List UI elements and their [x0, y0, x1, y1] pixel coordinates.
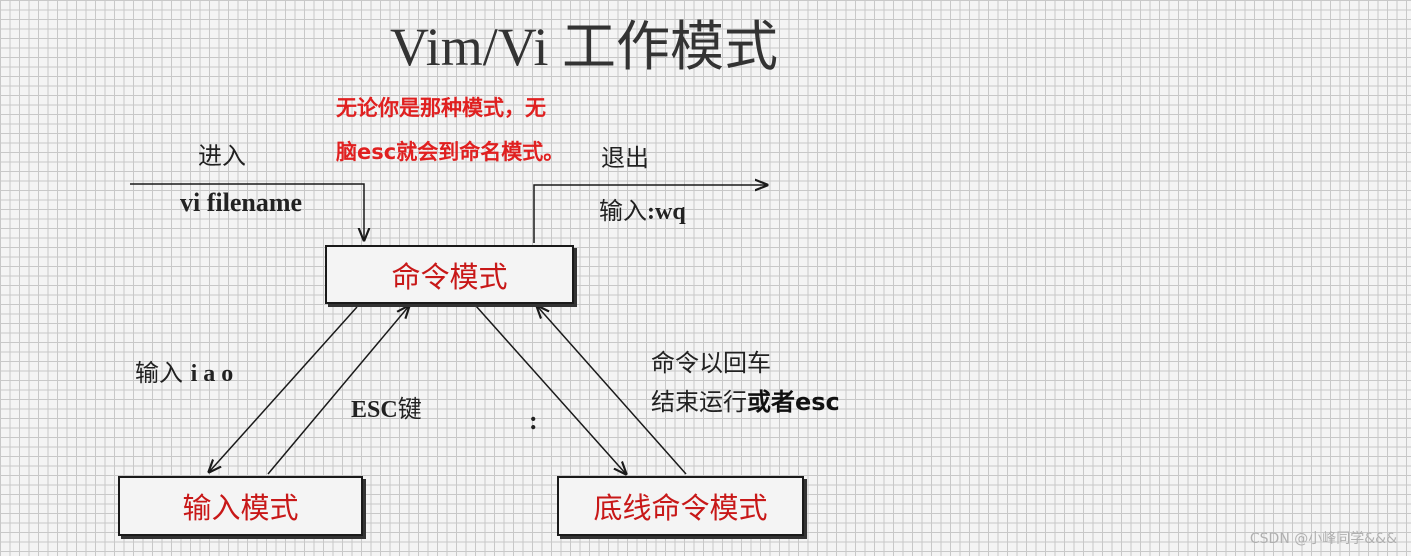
esc-key-label: ESC键 — [351, 397, 422, 422]
enter-run-line-2: 结束运行或者esc — [651, 390, 840, 414]
watermark: CSDN @小峰同学&&& — [1249, 531, 1397, 547]
command-mode-label: 命令模式 — [391, 259, 508, 294]
insert-mode-label: 输入模式 — [182, 491, 299, 525]
input-wq-cmd: :wq — [647, 199, 686, 225]
enter-run-line-1: 命令以回车 — [651, 349, 771, 377]
enter-label: 进入 — [198, 142, 246, 170]
note-line-1: 无论你是那种模式，无 — [336, 96, 546, 120]
or-esc-label: 或者esc — [747, 388, 840, 416]
note-line-2: 脑esc就会到命名模式。 — [336, 140, 565, 164]
input-iao-prefix: 输入 — [135, 359, 183, 387]
cmd-to-insert-arrow — [209, 306, 358, 472]
last-line-mode-node: 底线命令模式 — [557, 476, 804, 536]
cmd-to-lastline-arrow — [475, 305, 626, 474]
enter-run-prefix: 结束运行 — [651, 388, 747, 416]
diagram-title: Vim/Vi 工作模式 — [390, 17, 779, 77]
input-wq-label: 输入:wq — [599, 199, 686, 224]
exit-label: 退出 — [601, 144, 649, 172]
last-line-mode-label: 底线命令模式 — [593, 491, 768, 525]
insert-to-cmd-arrow — [267, 306, 409, 475]
insert-mode-node: 输入模式 — [118, 476, 363, 536]
input-iao-label: 输入 i a o — [135, 361, 233, 386]
input-wq-prefix: 输入 — [599, 197, 647, 225]
esc-key-prefix: ESC — [351, 397, 398, 423]
vi-filename-label: vi filename — [180, 188, 303, 217]
colon-label: : — [529, 406, 538, 435]
command-mode-node: 命令模式 — [325, 245, 574, 304]
input-iao-keys: i a o — [190, 361, 234, 387]
esc-key-suffix: 键 — [397, 395, 422, 423]
